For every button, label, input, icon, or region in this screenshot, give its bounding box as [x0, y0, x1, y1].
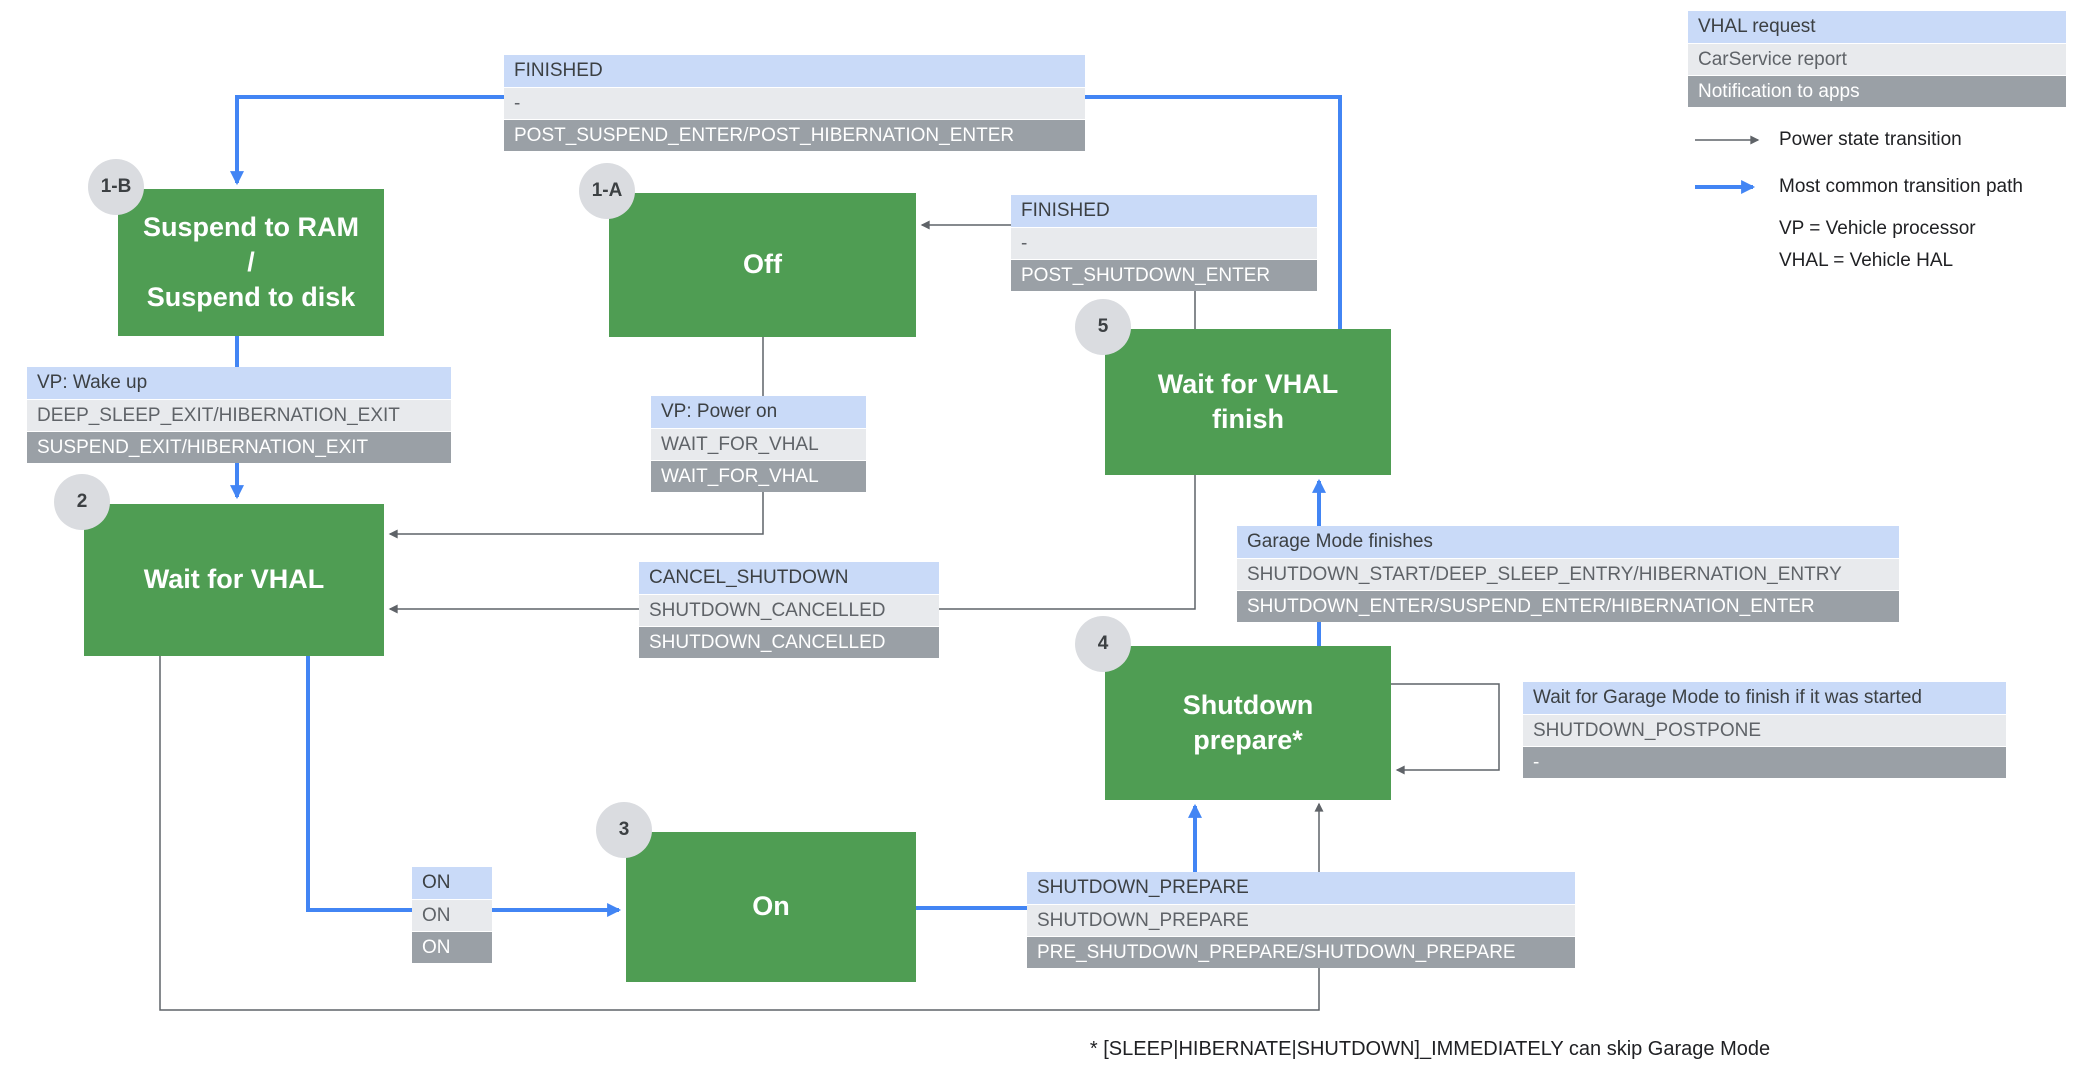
- transition-label-finish-to-suspend: FINISHED - POST_SUSPEND_ENTER/POST_HIBER…: [504, 55, 1085, 151]
- transition-label-power-on: VP: Power on WAIT_FOR_VHAL WAIT_FOR_VHAL: [651, 396, 866, 492]
- legend-vhal-request: VHAL request: [1688, 11, 2066, 43]
- carservice-report-cell: WAIT_FOR_VHAL: [651, 428, 866, 460]
- vhal-request-cell: Garage Mode finishes: [1237, 526, 1899, 558]
- notification-cell: SHUTDOWN_CANCELLED: [639, 626, 939, 658]
- transition-label-on: ON ON ON: [412, 867, 492, 963]
- legend-color-key: VHAL request CarService report Notificat…: [1688, 11, 2066, 107]
- notification-cell: SUSPEND_EXIT/HIBERNATION_EXIT: [27, 431, 451, 463]
- transition-label-shutdown-postpone: Wait for Garage Mode to finish if it was…: [1523, 682, 2006, 778]
- vhal-request-cell: SHUTDOWN_PREPARE: [1027, 872, 1575, 904]
- notification-cell: WAIT_FOR_VHAL: [651, 460, 866, 492]
- state-label: Wait for VHAL: [1157, 368, 1339, 399]
- state-label: On: [752, 891, 790, 922]
- state-label: Off: [743, 249, 782, 280]
- carservice-report-cell: SHUTDOWN_POSTPONE: [1523, 714, 2006, 746]
- legend-carservice-report: CarService report: [1688, 43, 2066, 75]
- legend-notification-to-apps: Notification to apps: [1688, 75, 2066, 107]
- state-number-badge: 5: [1075, 299, 1131, 355]
- vhal-request-cell: VP: Wake up: [27, 367, 451, 399]
- state-label: Wait for VHAL: [143, 564, 325, 595]
- transition-label-shutdown-prepare: SHUTDOWN_PREPARE SHUTDOWN_PREPARE PRE_SH…: [1027, 872, 1575, 968]
- notification-cell: POST_SUSPEND_ENTER/POST_HIBERNATION_ENTE…: [504, 119, 1085, 151]
- notification-cell: -: [1523, 746, 2006, 778]
- arrow-wait-vhal-to-on: [306, 656, 622, 917]
- transition-label-finish-to-off: FINISHED - POST_SHUTDOWN_ENTER: [1011, 195, 1317, 291]
- state-label: Shutdown: [1182, 689, 1314, 720]
- carservice-report-cell: ON: [412, 899, 492, 931]
- carservice-report-cell: -: [504, 87, 1085, 119]
- vhal-request-cell: CANCEL_SHUTDOWN: [639, 562, 939, 594]
- notification-cell: PRE_SHUTDOWN_PREPARE/SHUTDOWN_PREPARE: [1027, 936, 1575, 968]
- notification-cell: SHUTDOWN_ENTER/SUSPEND_ENTER/HIBERNATION…: [1237, 590, 1899, 622]
- state-wait-for-vhal-finish: 5 Wait for VHAL finish: [1075, 299, 1391, 475]
- state-number-badge: 1-A: [579, 163, 635, 219]
- vhal-request-cell: ON: [412, 867, 492, 899]
- footnote: * [SLEEP|HIBERNATE|SHUTDOWN]_IMMEDIATELY…: [1089, 1038, 1771, 1060]
- state-on: 3 On: [596, 802, 916, 982]
- state-number-badge: 4: [1075, 616, 1131, 672]
- transition-label-cancel-shutdown: CANCEL_SHUTDOWN SHUTDOWN_CANCELLED SHUTD…: [639, 562, 939, 658]
- legend-most-common-path-label: Most common transition path: [1779, 176, 2023, 197]
- legend-power-state-transition-label: Power state transition: [1779, 129, 1962, 150]
- state-suspend-to-ram: 1-B Suspend to RAM / Suspend to disk: [88, 159, 384, 336]
- carservice-report-cell: -: [1011, 227, 1317, 259]
- state-number-badge: 1-B: [88, 159, 144, 215]
- legend-vhal-abbreviation: VHAL = Vehicle HAL: [1779, 250, 1954, 271]
- carservice-report-cell: DEEP_SLEEP_EXIT/HIBERNATION_EXIT: [27, 399, 451, 431]
- state-label: /: [247, 246, 255, 277]
- carservice-report-cell: SHUTDOWN_CANCELLED: [639, 594, 939, 626]
- state-label: finish: [1212, 404, 1284, 434]
- vhal-request-cell: FINISHED: [1011, 195, 1317, 227]
- state-label: prepare*: [1193, 725, 1303, 755]
- transition-label-wake-up: VP: Wake up DEEP_SLEEP_EXIT/HIBERNATION_…: [27, 367, 451, 463]
- notification-cell: ON: [412, 931, 492, 963]
- vhal-request-cell: Wait for Garage Mode to finish if it was…: [1523, 682, 2006, 714]
- state-shutdown-prepare: 4 Shutdown prepare*: [1075, 616, 1391, 800]
- vhal-request-cell: FINISHED: [504, 55, 1085, 87]
- vhal-request-cell: VP: Power on: [651, 396, 866, 428]
- transition-label-garage-mode-finishes: Garage Mode finishes SHUTDOWN_START/DEEP…: [1237, 526, 1899, 622]
- carservice-report-cell: SHUTDOWN_START/DEEP_SLEEP_ENTRY/HIBERNAT…: [1237, 558, 1899, 590]
- state-number-badge: 2: [54, 474, 110, 530]
- state-label: Suspend to RAM: [143, 211, 359, 242]
- state-wait-for-vhal: 2 Wait for VHAL: [54, 474, 384, 656]
- carservice-report-cell: SHUTDOWN_PREPARE: [1027, 904, 1575, 936]
- state-number-badge: 3: [596, 802, 652, 858]
- notification-cell: POST_SHUTDOWN_ENTER: [1011, 259, 1317, 291]
- state-label: Suspend to disk: [146, 282, 356, 313]
- legend-vp-abbreviation: VP = Vehicle processor: [1779, 218, 1976, 239]
- state-off: 1-A Off: [579, 163, 916, 337]
- arrow-shutdown-prepare-self-loop: [1391, 683, 1500, 775]
